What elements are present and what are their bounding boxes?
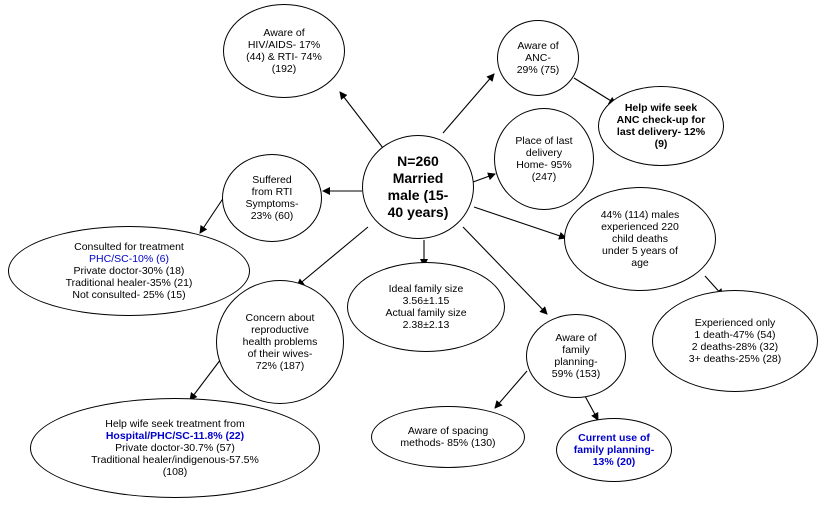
wife-treatment-title: Help wife seek treatment from (105, 418, 245, 430)
experienced-line-3: 2 deaths-28% (32) (691, 341, 779, 353)
consulted-line-3: Not consulted- 25% (15) (72, 289, 186, 301)
child-line-3: child deaths (611, 233, 669, 245)
child-deaths-node: 44% (114) males experienced 220 child de… (564, 187, 716, 291)
anc-help-line-3: last delivery- 12% (616, 126, 706, 138)
delivery-line-2: delivery (525, 147, 563, 159)
concern-line-3: health problems (242, 336, 318, 348)
concern-line-5: 72% (187) (255, 360, 305, 372)
anc-line-2: ANC- (525, 52, 551, 64)
anc-help-line-1: Help wife seek (624, 102, 698, 114)
delivery-line-1: Place of last (515, 135, 573, 147)
child-line-1: 44% (114) males (600, 209, 680, 221)
wife-treatment-hospital: Hospital/PHC/SC-11.8% (22) (105, 430, 245, 442)
rti-line-1: Suffered (252, 174, 292, 186)
fp-aware-line-4: 59% (153) (551, 368, 601, 380)
child-line-4: under 5 years of (602, 245, 678, 257)
family-size-line-1: Ideal family size (388, 283, 464, 295)
arrow-center-to-fp-aware (462, 226, 548, 315)
anc-help-node: Help wife seek ANC check-up for last del… (598, 86, 724, 166)
reproductive-concern-node: Concern about reproductive health proble… (216, 280, 344, 404)
deaths-breakdown-node: Experienced only 1 death-47% (54) 2 deat… (652, 290, 818, 392)
rti-symptoms-node: Suffered from RTI Symptoms- 23% (60) (222, 154, 322, 242)
rti-line-3: Symptoms- (245, 198, 299, 210)
experienced-line-1: Experienced only (694, 317, 776, 329)
wife-treatment-line-1: Private doctor-30.7% (57) (115, 442, 235, 454)
arrow-anc-to-anc-help (573, 77, 617, 105)
child-line-2: experienced 220 (601, 221, 679, 233)
wife-treatment-line-3: (108) (162, 466, 188, 478)
anc-line-1: Aware of (517, 40, 559, 52)
arrow-concern-to-wife-treatment (189, 354, 225, 401)
hiv-line-4: (192) (271, 63, 297, 75)
spacing-line-2: methods- 85% (130) (400, 437, 496, 449)
experienced-line-4: 3+ deaths-25% (28) (688, 353, 782, 365)
family-size-line-3: Actual family size (385, 307, 467, 319)
center-line-3: male (15- (387, 187, 449, 203)
center-line-2: Married (392, 170, 444, 186)
anc-help-line-4: (9) (654, 138, 668, 150)
hiv-line-3: (44) & RTI- 74% (246, 51, 322, 63)
consulted-treatment-node: Consulted for treatment PHC/SC-10% (6) P… (8, 226, 250, 316)
arrow-center-to-concern (296, 226, 369, 287)
child-line-5: age (631, 257, 649, 269)
fp-aware-line-1: Aware of (555, 332, 597, 344)
hiv-line-2: HIV/AIDS- 17% (247, 39, 321, 51)
spacing-line-1: Aware of spacing (407, 425, 489, 437)
fp-current-use-node: Current use of family planning- 13% (20) (556, 418, 672, 482)
experienced-line-2: 1 death-47% (54) (694, 329, 776, 341)
wife-treatment-node: Help wife seek treatment from Hospital/P… (30, 398, 320, 498)
fp-use-line-1: Current use of (578, 432, 650, 444)
family-size-line-2: 3.56±1.15 (402, 295, 450, 307)
rti-line-4: 23% (60) (250, 210, 294, 222)
anc-help-line-2: ANC check-up for (616, 114, 706, 126)
delivery-line-3: Home- 95% (516, 159, 572, 171)
consulted-phc: PHC/SC-10% (6) (89, 253, 169, 265)
spacing-methods-node: Aware of spacing methods- 85% (130) (371, 406, 525, 468)
anc-awareness-node: Aware of ANC- 29% (75) (497, 20, 579, 96)
wife-treatment-line-2: Traditional healer/indigenous-57.5% (91, 454, 259, 466)
concern-line-4: of their wives- (247, 348, 313, 360)
center-line-1: N=260 (397, 153, 439, 169)
arrow-center-to-delivery (472, 172, 496, 183)
consulted-line-1: Private doctor-30% (18) (73, 265, 185, 277)
fp-awareness-node: Aware of family planning- 59% (153) (526, 314, 626, 398)
fp-aware-line-2: family (562, 344, 590, 356)
rti-line-2: from RTI (251, 186, 293, 198)
fp-use-line-3: 13% (20) (592, 456, 636, 468)
concern-line-1: Concern about (245, 312, 315, 324)
center-node: N=260 Married male (15- 40 years) (362, 135, 474, 239)
fp-aware-line-3: planning- (554, 356, 598, 368)
center-line-4: 40 years) (387, 204, 449, 220)
consulted-line-2: Traditional healer-35% (21) (65, 277, 193, 289)
delivery-place-node: Place of last delivery Home- 95% (247) (494, 108, 594, 210)
hiv-line-1: Aware of (263, 27, 305, 39)
arrow-center-to-child-deaths (473, 206, 567, 240)
arrow-fp-aware-to-spacing (494, 370, 528, 409)
hiv-awareness-node: Aware of HIV/AIDS- 17% (44) & RTI- 74% (… (223, 4, 345, 98)
delivery-line-4: (247) (531, 171, 557, 183)
arrow-center-to-hiv (339, 91, 384, 149)
family-size-node: Ideal family size 3.56±1.15 Actual famil… (347, 262, 505, 352)
anc-line-3: 29% (75) (516, 64, 560, 76)
arrow-center-to-anc (442, 73, 495, 134)
family-size-line-4: 2.38±2.13 (402, 319, 450, 331)
fp-use-line-2: family planning- (573, 444, 655, 456)
concern-line-2: reproductive (251, 324, 309, 336)
consulted-title: Consulted for treatment (74, 241, 184, 253)
